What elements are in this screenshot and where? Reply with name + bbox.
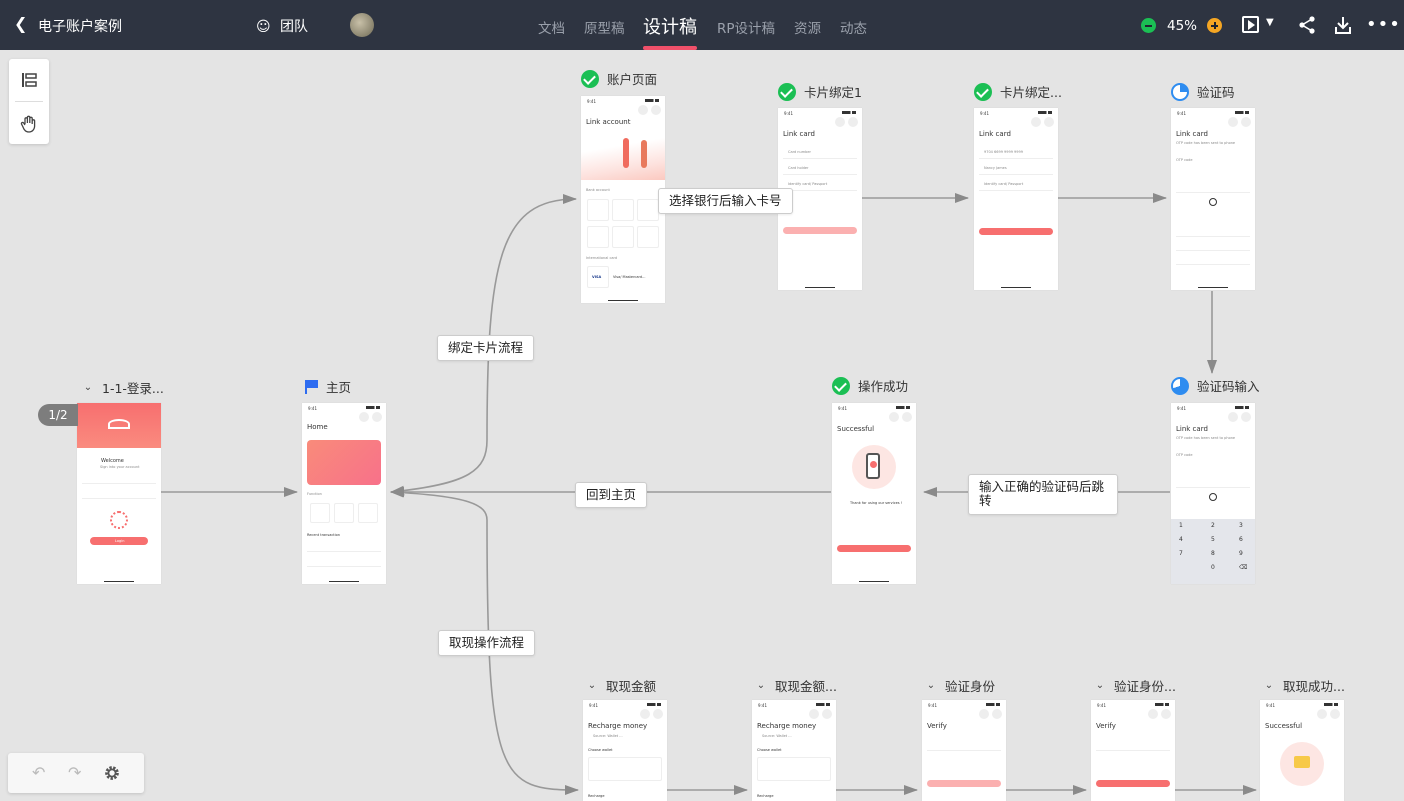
node-title-withdraw1[interactable]: ⌄取现金额 (587, 679, 657, 694)
node-title-withdraw-ok[interactable]: ⌄取现成功... (1264, 679, 1345, 694)
team-button[interactable]: ☺ 团队 (256, 16, 308, 36)
screen-card2[interactable]: 9:41 Link card 9704 6699 9999 9999 Nancy… (974, 108, 1058, 290)
flow-label-enter-code[interactable]: 输入正确的验证码后跳转 (968, 474, 1118, 515)
home-indicator (104, 581, 134, 582)
undo-icon[interactable]: ↶ (32, 763, 46, 782)
progress-pie-icon (1171, 82, 1189, 101)
screen-home[interactable]: 9:41 Home Function Recent transaction (302, 403, 386, 584)
home-recent: Recent transaction (307, 533, 340, 537)
logo-icon (108, 419, 130, 429)
node-title-verify1[interactable]: ⌄验证身份 (926, 679, 996, 694)
hand-icon[interactable] (19, 114, 39, 134)
more-icon[interactable]: ••• (1366, 14, 1401, 35)
chevron-down-icon: ⌄ (1095, 680, 1105, 691)
chevron-down-icon[interactable]: ▼ (1266, 17, 1274, 28)
phone-icon (1209, 493, 1217, 501)
progress-pie-icon (1171, 376, 1189, 395)
screen-account[interactable]: 9:41 Link account Bank account Internati… (581, 96, 665, 303)
screen-withdraw2[interactable]: 9:41 Recharge money Source: Wallet ... C… (752, 700, 836, 801)
redo-icon[interactable]: ↷ (68, 763, 82, 782)
phone-icon (1209, 198, 1217, 206)
screen-withdraw-ok[interactable]: 9:41 Successful (1260, 700, 1344, 801)
home-heading: Home (307, 423, 328, 431)
check-circle-icon (581, 69, 599, 88)
divider (82, 483, 156, 484)
node-title-account[interactable]: 账户页面 (581, 69, 657, 88)
keypad: 1 2 3 4 5 6 7 8 9 0 ⌫ (1171, 519, 1255, 584)
top-bar: ❮ 电子账户案例 ☺团队 文档 原型稿 设计稿 RP设计稿 资源 动态 45% … (0, 0, 1404, 50)
node-title-withdraw2[interactable]: ⌄取现金额... (756, 679, 837, 694)
node-title-card1[interactable]: 卡片绑定1 (778, 82, 862, 101)
tab-resources[interactable]: 资源 (794, 21, 821, 37)
check-circle-icon (832, 376, 850, 395)
account-intl: International card (586, 256, 618, 260)
continue-button[interactable] (783, 227, 857, 234)
gear-icon[interactable] (103, 764, 121, 782)
check-circle-icon (974, 82, 992, 101)
chevron-down-icon: ⌄ (756, 680, 766, 691)
tab-rp-design[interactable]: RP设计稿 (717, 21, 776, 37)
home-function: Function (307, 492, 322, 496)
check-circle-icon (778, 82, 796, 101)
play-icon[interactable] (1242, 16, 1259, 33)
account-bank-section: Bank account (586, 188, 610, 192)
divider (82, 498, 156, 499)
project-title: 电子账户案例 (38, 19, 122, 35)
continue-button[interactable] (979, 228, 1053, 235)
home-button[interactable] (837, 545, 911, 552)
zoom-in-icon[interactable] (1207, 18, 1222, 33)
divider (15, 101, 43, 102)
login-sub: Sign into your account (100, 465, 140, 469)
page-indicator[interactable]: 1/2 (38, 404, 78, 426)
screen-code[interactable]: 9:41 Link card OTP code has been sent to… (1171, 108, 1255, 290)
node-title-verify2[interactable]: ⌄验证身份... (1095, 679, 1176, 694)
active-tab-underline (643, 46, 697, 50)
tab-design[interactable]: 设计稿 (643, 17, 697, 38)
tab-activity[interactable]: 动态 (840, 21, 867, 37)
flow-label-select-bank[interactable]: 选择银行后输入卡号 (658, 188, 793, 215)
chevron-left-icon[interactable]: ❮ (14, 14, 28, 33)
login-welcome: Welcome (101, 458, 124, 464)
tool-panel (9, 59, 49, 144)
flow-label-back-home[interactable]: 回到主页 (575, 482, 648, 509)
flow-label-withdraw[interactable]: 取现操作流程 (438, 630, 536, 657)
screen-verify1[interactable]: 9:41 Verify (922, 700, 1006, 801)
bottom-tool-panel: ↶ ↷ (8, 753, 144, 793)
account-heading: Link account (586, 118, 631, 126)
node-title-code-input[interactable]: 验证码输入 (1171, 376, 1260, 395)
team-label: 团队 (280, 19, 308, 35)
node-title-card2[interactable]: 卡片绑定... (974, 82, 1062, 101)
layers-icon[interactable] (19, 70, 39, 90)
tab-prototype[interactable]: 原型稿 (584, 21, 625, 37)
chevron-down-icon: ⌄ (926, 680, 936, 691)
node-title-login[interactable]: ⌄1-1-登录... (83, 381, 164, 396)
node-title-code[interactable]: 验证码 (1171, 82, 1235, 101)
team-icon: ☺ (256, 19, 271, 35)
flag-icon (304, 379, 318, 394)
screen-code-input[interactable]: 9:41 Link card OTP code has been sent to… (1171, 403, 1255, 584)
screen-login[interactable]: Welcome Sign into your account Login (77, 403, 161, 584)
chevron-down-icon: ⌄ (587, 680, 597, 691)
zoom-out-icon[interactable] (1141, 18, 1156, 33)
fingerprint-icon (110, 511, 128, 529)
chevron-down-icon: ⌄ (1264, 680, 1274, 691)
node-title-home[interactable]: 主页 (304, 377, 351, 396)
bank-card (307, 440, 381, 485)
chevron-down-icon: ⌄ (83, 382, 93, 393)
tab-docs[interactable]: 文档 (538, 21, 565, 37)
screen-withdraw1[interactable]: 9:41 Recharge money Source: Wallet ... C… (583, 700, 667, 801)
screen-success[interactable]: 9:41 Successful Thank for using our serv… (832, 403, 916, 584)
download-icon[interactable] (1334, 15, 1352, 35)
screen-verify2[interactable]: 9:41 Verify (1091, 700, 1175, 801)
flow-label-bind-card[interactable]: 绑定卡片流程 (437, 335, 535, 362)
avatar[interactable] (350, 13, 374, 37)
share-icon[interactable] (1297, 15, 1317, 35)
login-button[interactable]: Login (90, 537, 148, 545)
node-title-success[interactable]: 操作成功 (832, 376, 908, 395)
zoom-level: 45% (1167, 18, 1198, 34)
